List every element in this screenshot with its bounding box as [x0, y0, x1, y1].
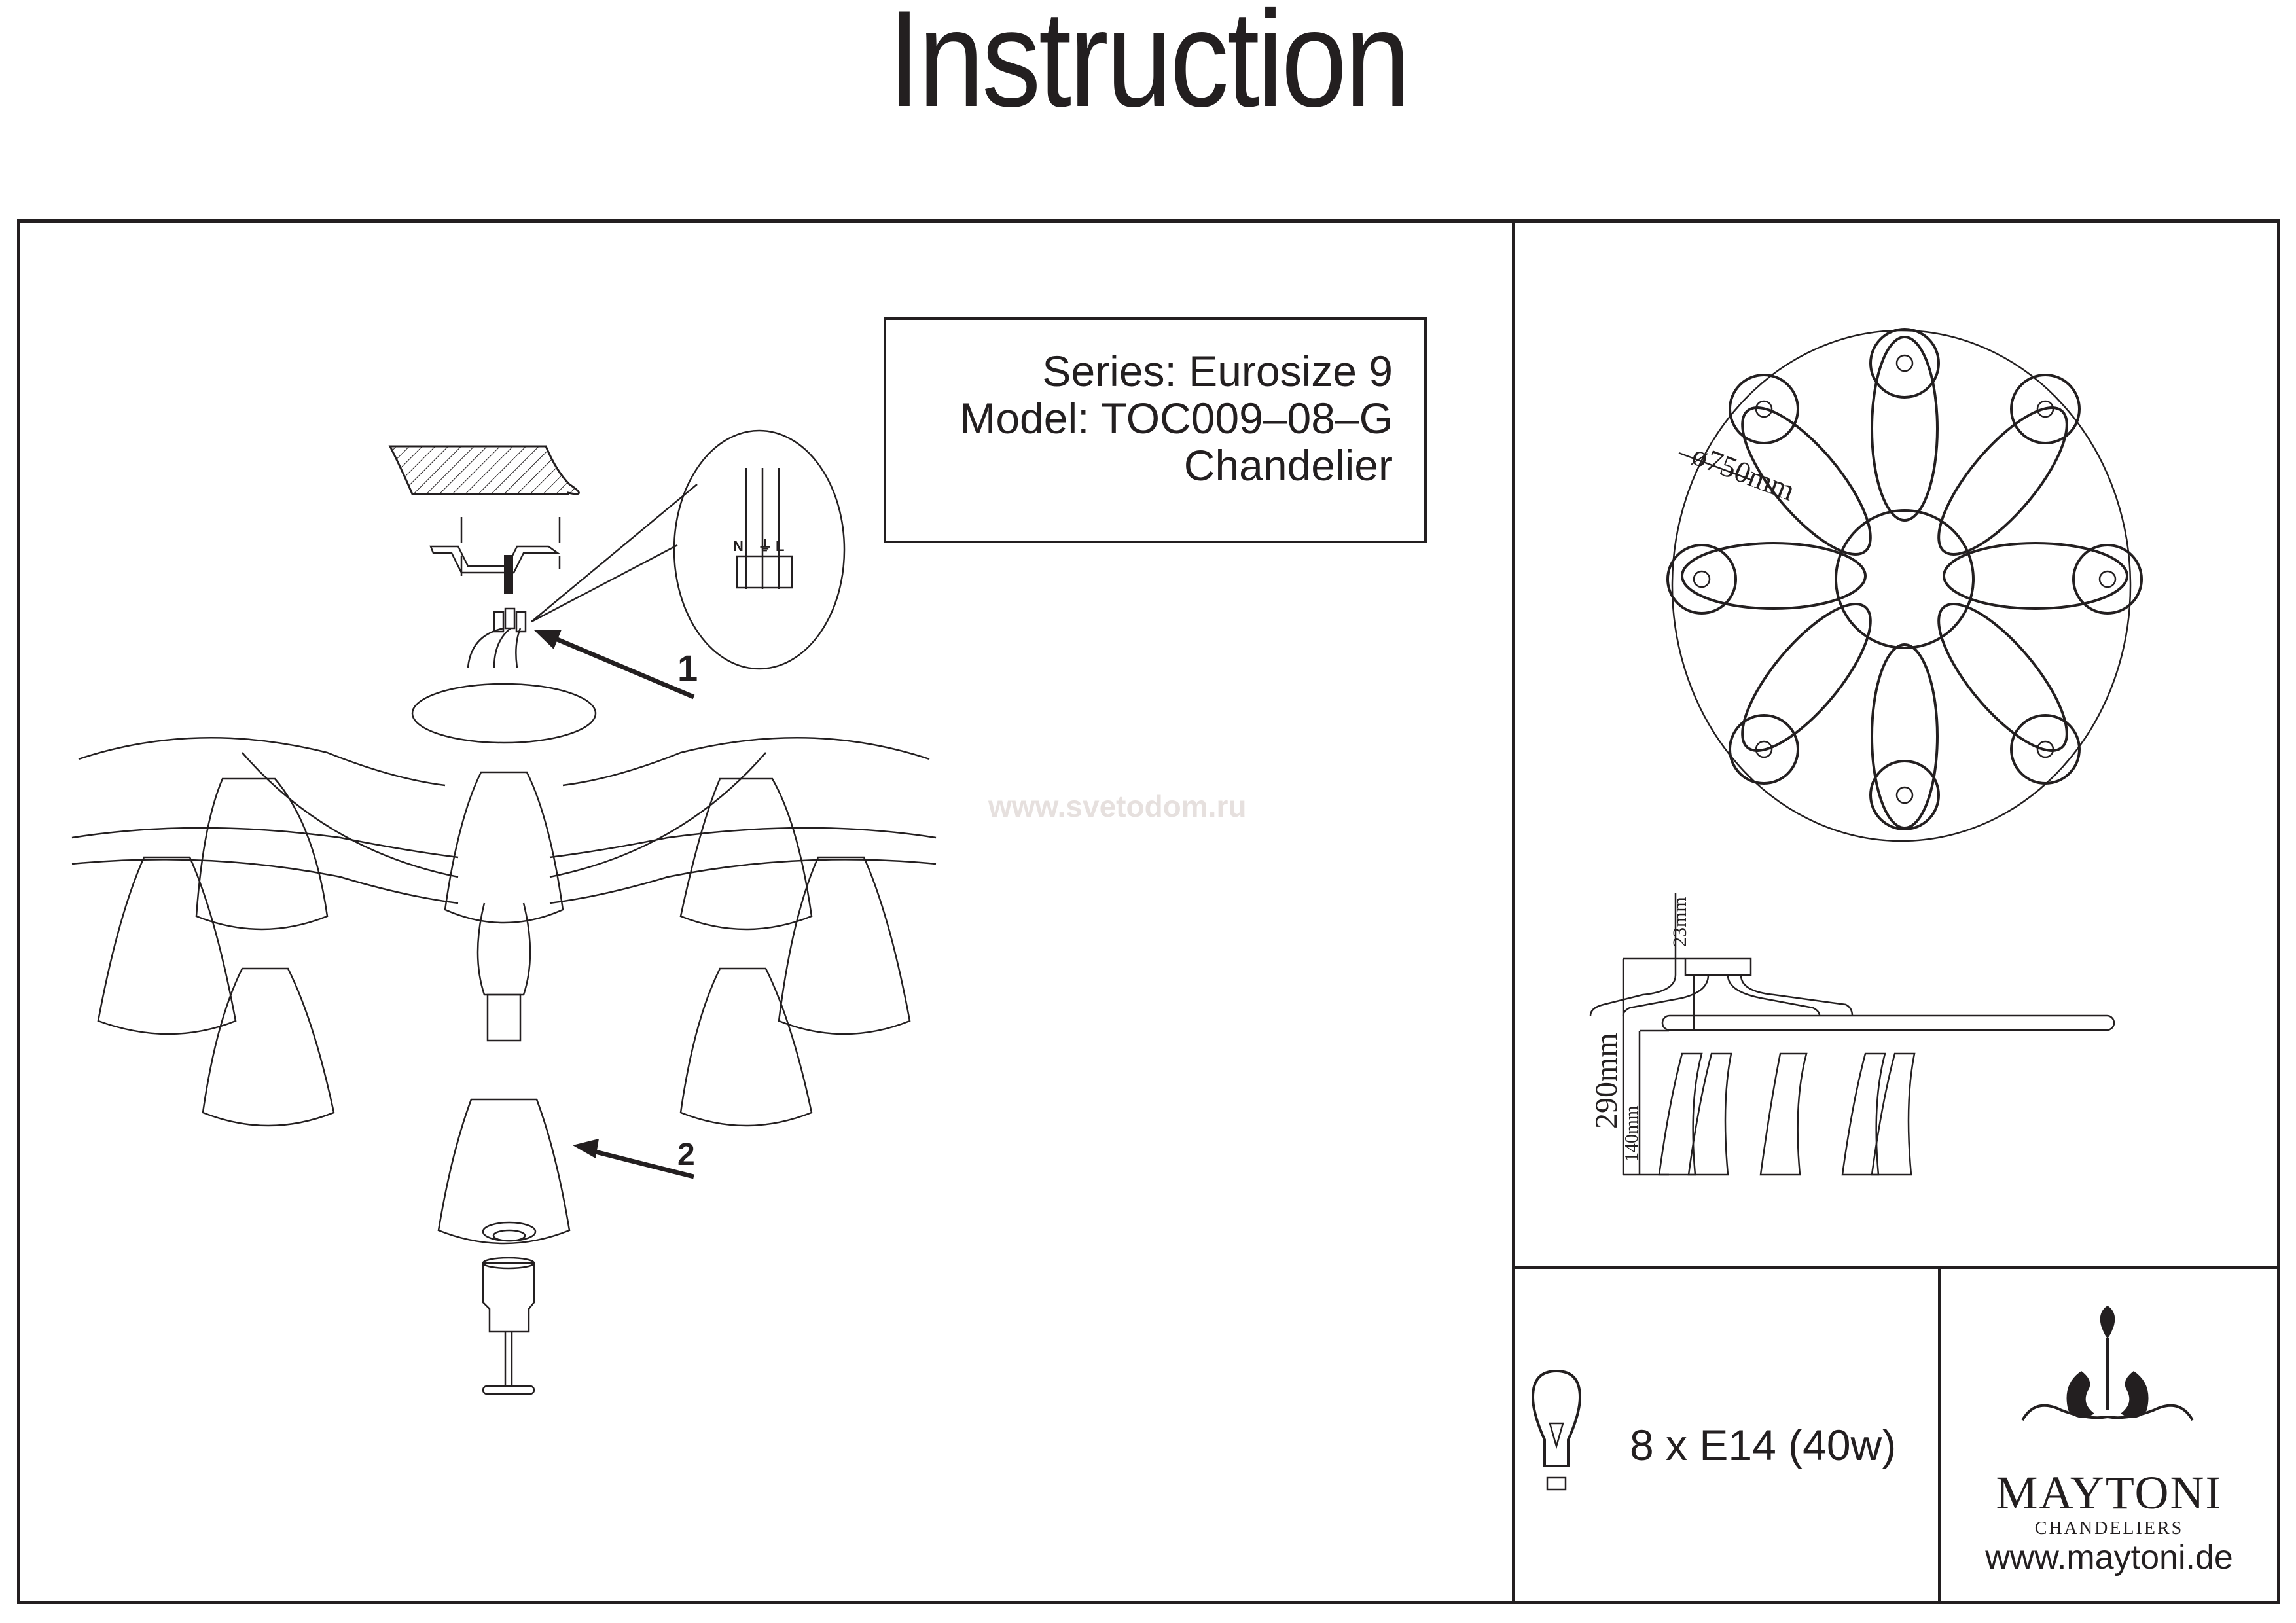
terminal-block-icon: [467, 607, 527, 668]
brand-name: MAYTONI: [1996, 1467, 2223, 1519]
product-info-box: Series: Eurosize 9 Model: TOC009–08–G Ch…: [884, 317, 1427, 543]
chandelier-logo-icon: [2021, 1306, 2194, 1421]
mounting-bracket-icon: [429, 517, 561, 594]
diameter-label: ø750mm: [1687, 438, 1799, 507]
terminal-label-l: L: [776, 538, 784, 554]
terminal-detail-icon: [736, 468, 793, 589]
type-label: Chandelier: [1183, 441, 1393, 490]
brand-url-link[interactable]: www.maytoni.de: [1985, 1539, 2233, 1577]
footer-divider: [1938, 1266, 1941, 1603]
wiring-detail-bubble: [673, 429, 846, 670]
assembly-drawing: N ⏚ L 1 2: [71, 429, 937, 1395]
top-view-drawing: ø750mm 23mm 290mm 140mm: [1589, 328, 2143, 1176]
lamp-spec-text: 8 x E14 (40w): [1630, 1421, 1897, 1469]
instruction-frame: [17, 219, 2280, 1604]
bulb-icon: [1531, 1369, 1582, 1491]
shade-top-icons: [1666, 328, 2143, 830]
diameter-outline: [1671, 329, 2132, 842]
canopy-height-label: 23mm: [1669, 897, 1691, 947]
total-height-label: 290mm: [1589, 1033, 1624, 1129]
side-view-shades: [1658, 1052, 1916, 1176]
ceiling-icon: [388, 445, 580, 495]
terminal-label-n: N: [733, 538, 744, 554]
brand-subtitle: CHANDELIERS: [2034, 1518, 2184, 1539]
step-2-label: 2: [677, 1137, 695, 1172]
bulb-holder-icon: [482, 1221, 537, 1395]
terminal-label-earth: ⏚: [758, 538, 772, 554]
arm-petals: [1681, 336, 2128, 829]
horizontal-divider: [1512, 1266, 2278, 1269]
shade-icon: [97, 771, 911, 1245]
vertical-divider: [1512, 219, 1515, 1603]
page-title: Instruction: [888, 0, 1410, 135]
chandelier-icon: [71, 683, 937, 1042]
series-label: Series: Eurosize 9: [1042, 347, 1393, 395]
watermark: www.svetodom.ru: [988, 789, 1247, 823]
shade-height-label: 140mm: [1622, 1105, 1642, 1162]
model-label: Model: TOC009–08–G: [960, 394, 1393, 442]
step-1-label: 1: [677, 647, 698, 688]
side-view-drawing: [1589, 893, 2115, 1176]
